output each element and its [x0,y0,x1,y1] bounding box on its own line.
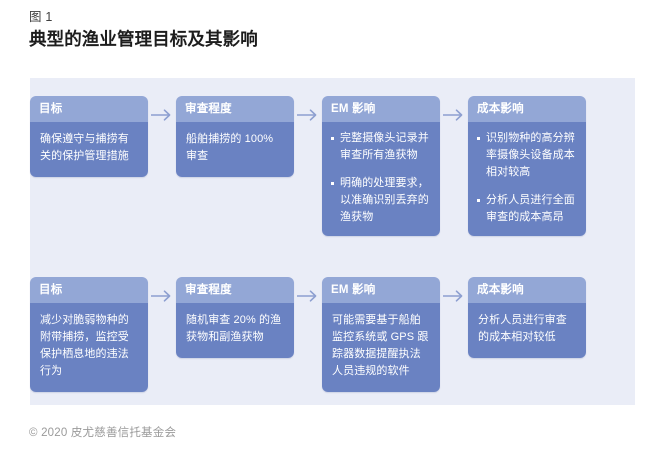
card-row1-em-impact: EM 影响 完整摄像头记录并审查所有渔获物 明确的处理要求，以准确识别丢弃的渔获… [322,96,440,236]
card-row2-em-impact: EM 影响 可能需要基于船舶监控系统或 GPS 跟踪器数据提醒执法人员违规的软件 [322,277,440,392]
arrow-icon [296,102,321,128]
arrow-icon [150,102,175,128]
arrow-icon [296,283,321,309]
card-body: 可能需要基于船舶监控系统或 GPS 跟踪器数据提醒执法人员违规的软件 [322,303,440,392]
card-row1-review-level: 审查程度 船舶捕捞的 100% 审查 [176,96,294,177]
page-title: 典型的渔业管理目标及其影响 [29,29,258,49]
card-body: 完整摄像头记录并审查所有渔获物 明确的处理要求，以准确识别丢弃的渔获物 [322,122,440,236]
bullet-list: 识别物种的高分辨率摄像头设备成本相对较高 分析人员进行全面审查的成本高昂 [477,130,577,226]
card-row2-objective: 目标 减少对脆弱物种的附带捕捞，监控受保护栖息地的违法行为 [30,277,148,392]
card-body: 分析人员进行审查的成本相对较低 [468,303,586,358]
flow-row-1: 目标 确保遵守与捕捞有关的保护管理措施 审查程度 船舶捕捞的 100% 审查 [30,96,635,236]
figure-label: 图 1 [29,10,53,24]
card-header: 目标 [30,277,148,303]
list-item: 识别物种的高分辨率摄像头设备成本相对较高 [477,130,577,181]
arrow-icon [442,102,467,128]
flow-row-2: 目标 减少对脆弱物种的附带捕捞，监控受保护栖息地的违法行为 审查程度 随机审查 … [30,277,635,392]
card-header: 审查程度 [176,277,294,303]
card-header: EM 影响 [322,277,440,303]
card-header: EM 影响 [322,96,440,122]
card-body: 减少对脆弱物种的附带捕捞，监控受保护栖息地的违法行为 [30,303,148,392]
card-header: 目标 [30,96,148,122]
arrow-icon [442,283,467,309]
card-row1-cost-impact: 成本影响 识别物种的高分辨率摄像头设备成本相对较高 分析人员进行全面审查的成本高… [468,96,586,236]
diagram-panel: 目标 确保遵守与捕捞有关的保护管理措施 审查程度 船舶捕捞的 100% 审查 [30,78,635,405]
list-item: 明确的处理要求，以准确识别丢弃的渔获物 [331,175,431,226]
card-row2-cost-impact: 成本影响 分析人员进行审查的成本相对较低 [468,277,586,358]
list-item: 分析人员进行全面审查的成本高昂 [477,192,577,226]
card-body: 船舶捕捞的 100% 审查 [176,122,294,177]
card-header: 成本影响 [468,277,586,303]
card-row1-objective: 目标 确保遵守与捕捞有关的保护管理措施 [30,96,148,177]
card-body: 确保遵守与捕捞有关的保护管理措施 [30,122,148,177]
card-header: 成本影响 [468,96,586,122]
card-row2-review-level: 审查程度 随机审查 20% 的渔获物和副渔获物 [176,277,294,358]
list-item: 完整摄像头记录并审查所有渔获物 [331,130,431,164]
card-header: 审查程度 [176,96,294,122]
card-body: 随机审查 20% 的渔获物和副渔获物 [176,303,294,358]
arrow-icon [150,283,175,309]
bullet-list: 完整摄像头记录并审查所有渔获物 明确的处理要求，以准确识别丢弃的渔获物 [331,130,431,226]
card-body: 识别物种的高分辨率摄像头设备成本相对较高 分析人员进行全面审查的成本高昂 [468,122,586,236]
copyright-footer: © 2020 皮尤慈善信托基金会 [29,427,177,439]
